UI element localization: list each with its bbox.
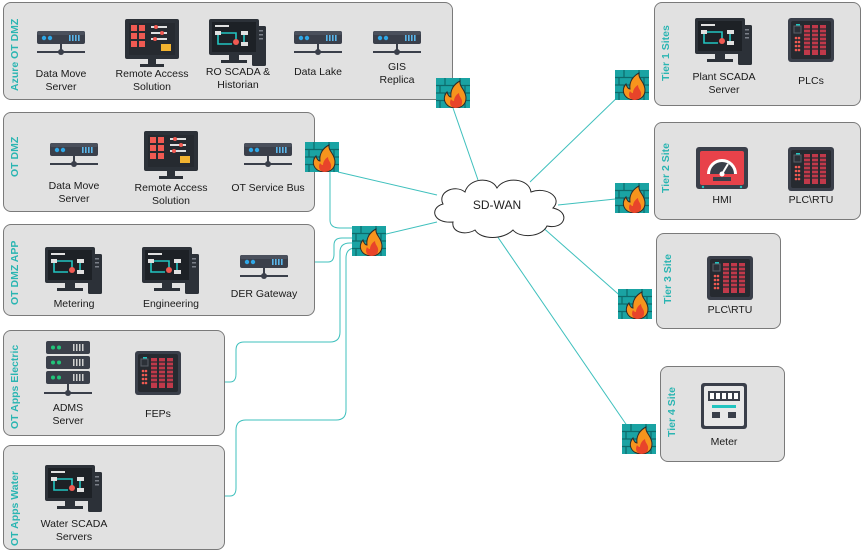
- firewall-icon: [622, 424, 656, 454]
- zone-title: OT Apps Electric: [9, 344, 21, 429]
- node-feps[interactable]: FEPs: [126, 350, 190, 421]
- node-label: HMI: [712, 194, 732, 206]
- node-label: Data Move Server: [35, 68, 87, 93]
- node-label: GIS Replica: [379, 61, 415, 86]
- node-label: PLCs: [798, 75, 824, 87]
- node-ro-scada-historian[interactable]: RO SCADA & Historian: [198, 18, 278, 92]
- dashboard-monitor-icon: [125, 19, 179, 67]
- node-label: PLC\RTU: [707, 304, 753, 316]
- node-label: ADMS Server: [52, 402, 84, 427]
- node-gis-replica[interactable]: GIS Replica: [365, 30, 429, 87]
- zone-title: OT DMZ APP: [9, 240, 21, 305]
- zone-ot-apps-water: OT Apps Water: [3, 445, 225, 550]
- scada-workstation-icon: [44, 246, 103, 294]
- server-icon: [50, 143, 98, 167]
- node-data-lake[interactable]: Data Lake: [286, 30, 350, 79]
- node-label: Engineering: [142, 298, 200, 310]
- scada-workstation-icon: [208, 18, 267, 66]
- node-label: Water SCADA Servers: [40, 518, 108, 543]
- node-remote-access-solution[interactable]: Remote Access Solution: [107, 18, 197, 94]
- node-der-gateway[interactable]: DER Gateway: [228, 254, 300, 301]
- node-label: RO SCADA & Historian: [205, 66, 271, 91]
- firewall-icon: [615, 183, 649, 213]
- scada-workstation-icon: [44, 464, 103, 512]
- server-icon: [373, 31, 421, 55]
- server-rack-icon: [44, 341, 92, 396]
- scada-workstation-icon: [694, 17, 753, 65]
- firewall-icon: [436, 78, 470, 108]
- node-label: Remote Access Solution: [115, 68, 189, 93]
- node-label: Remote Access Solution: [134, 182, 208, 207]
- node-label: OT Service Bus: [231, 182, 305, 194]
- node-adms-server[interactable]: ADMS Server: [36, 340, 100, 428]
- zone-title: OT Apps Water: [9, 470, 21, 546]
- server-icon: [294, 31, 342, 55]
- node-label: Data Move Server: [48, 180, 100, 205]
- meter-icon: [701, 383, 747, 429]
- plc-icon: [787, 146, 835, 192]
- zone-title: Tier 2 Site: [660, 143, 672, 193]
- firewall-icon: [618, 289, 652, 319]
- plc-icon: [706, 255, 754, 301]
- zone-title: Azure OT DMZ: [9, 18, 21, 91]
- firewall-icon: [352, 226, 386, 256]
- zone-title: OT DMZ: [9, 136, 21, 177]
- dashboard-monitor-icon: [144, 131, 198, 179]
- node-ot-service-bus[interactable]: OT Service Bus: [225, 142, 311, 195]
- node-plcs[interactable]: PLCs: [781, 17, 841, 88]
- plc-icon: [787, 17, 835, 63]
- node-label: PLC\RTU: [788, 194, 834, 206]
- node-data-move-server[interactable]: Data Move Server: [29, 30, 93, 94]
- zone-title: Tier 3 Site: [662, 254, 674, 304]
- firewall-icon: [615, 70, 649, 100]
- sd-wan-label: SD-WAN: [472, 198, 522, 212]
- node-plc-rtu[interactable]: PLC\RTU: [781, 146, 841, 207]
- server-icon: [37, 31, 85, 55]
- node-label: FEPs: [145, 408, 171, 420]
- scada-workstation-icon: [141, 246, 200, 294]
- node-label: DER Gateway: [230, 288, 298, 300]
- node-label: Meter: [710, 436, 738, 448]
- node-data-move-server[interactable]: Data Move Server: [42, 142, 106, 206]
- server-icon: [244, 143, 292, 167]
- plc-icon: [134, 350, 182, 396]
- firewall-icon: [305, 142, 339, 172]
- node-label: Plant SCADA Server: [692, 71, 756, 96]
- sd-wan-cloud-icon: [434, 179, 565, 238]
- node-water-scada-servers[interactable]: Water SCADA Servers: [34, 464, 114, 544]
- zone-title: Tier 1 Sites: [660, 25, 672, 81]
- node-meter[interactable]: Meter: [698, 382, 750, 449]
- zone-ot-apps-electric: OT Apps Electric: [3, 330, 225, 436]
- node-remote-access-solution[interactable]: Remote Access Solution: [126, 130, 216, 208]
- node-plant-scada-server[interactable]: Plant SCADA Server: [684, 17, 764, 97]
- hmi-gauge-icon: [695, 146, 749, 190]
- node-engineering[interactable]: Engineering: [133, 246, 209, 311]
- node-label: Metering: [53, 298, 95, 310]
- node-hmi[interactable]: HMI: [692, 146, 752, 207]
- server-icon: [240, 255, 288, 279]
- node-plc-rtu[interactable]: PLC\RTU: [694, 255, 766, 317]
- node-metering[interactable]: Metering: [39, 246, 109, 311]
- node-label: Data Lake: [294, 66, 342, 78]
- zone-title: Tier 4 Site: [666, 387, 678, 437]
